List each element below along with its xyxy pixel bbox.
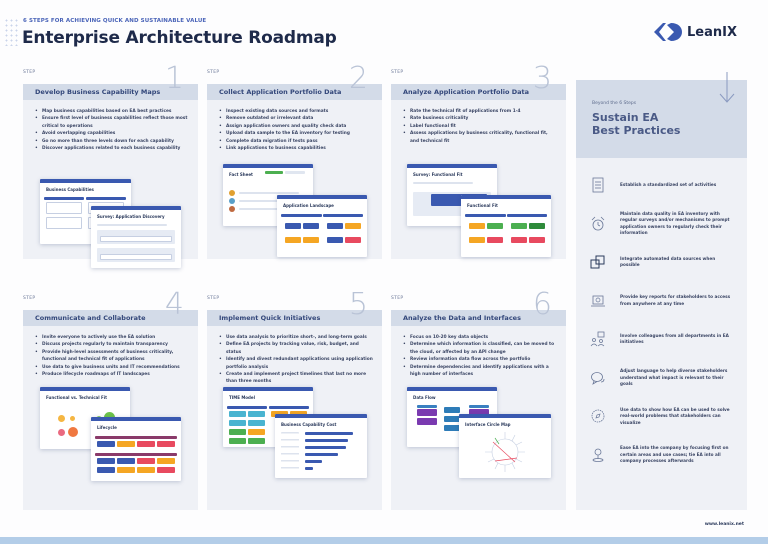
bullet: Focus on 10-20 key data objects xyxy=(403,334,558,342)
bullet: Use data analysis to prioritize short-, … xyxy=(219,334,374,342)
bullet: Discover applications related to each bu… xyxy=(35,145,190,153)
compass-icon xyxy=(591,409,605,423)
step-card: Implement Quick Initiatives Use data ana… xyxy=(207,310,382,510)
step-card: Develop Business Capability Maps Map bus… xyxy=(23,84,198,268)
bullet: Rate the technical fit of applications f… xyxy=(403,108,558,116)
step-title: Analyze the Data and Interfaces xyxy=(391,310,566,326)
bullet: Define EA projects by tracking value, ri… xyxy=(219,341,374,356)
bullet: Identify and divest redundant applicatio… xyxy=(219,356,374,371)
leanix-logo-icon xyxy=(654,23,682,41)
page-title: Enterprise Architecture Roadmap xyxy=(22,28,337,48)
best-practice-item: Establish a standardized set of activiti… xyxy=(590,166,737,205)
best-practice-item: Maintain data quality in EA inventory wi… xyxy=(590,205,737,244)
sidebar-kicker: Beyond the 6 Steps xyxy=(592,101,637,106)
step-number: 1 xyxy=(164,61,184,96)
step-title: Analyze Application Portfolio Data xyxy=(391,84,566,100)
step-bullets: Invite everyone to actively use the EA s… xyxy=(23,326,198,379)
footer-bar xyxy=(0,537,768,544)
footer-website-link[interactable]: www.leanix.net xyxy=(704,522,744,527)
leanix-logo[interactable]: LeanIX xyxy=(654,23,737,41)
bullet: Label functional fit xyxy=(403,123,558,131)
screenshot-business-capability-cost: Business Capability Cost xyxy=(275,414,367,478)
step-number: 3 xyxy=(532,61,552,96)
bullet: Avoid overlapping capabilities xyxy=(35,130,190,138)
step-bullets: Rate the technical fit of applications f… xyxy=(391,100,566,145)
screenshot-survey-app-discovery: Survey: Application Discovery xyxy=(91,206,181,268)
step-card: Analyze the Data and Interfaces Focus on… xyxy=(391,310,566,510)
checklist-icon xyxy=(592,177,604,193)
step-title: Implement Quick Initiatives xyxy=(207,310,382,326)
step-label: STEP xyxy=(207,70,220,75)
chat-bubbles-icon xyxy=(591,371,605,385)
bullet: Map business capabilities based on EA be… xyxy=(35,108,190,116)
step-number: 4 xyxy=(164,287,184,322)
bullet: Complete data migration if tests pass xyxy=(219,138,374,146)
best-practice-item: Integrate automated data sources when po… xyxy=(590,243,737,282)
step-number: 2 xyxy=(348,61,368,96)
alarm-clock-icon xyxy=(591,216,605,231)
step-bullets: Map business capabilities based on EA be… xyxy=(23,100,198,153)
screenshot-interface-circle-map: Interface Circle Map xyxy=(459,414,551,478)
step-card: Collect Application Portfolio Data Inspe… xyxy=(207,84,382,259)
step-label: STEP xyxy=(23,70,36,75)
circle-map-graphic xyxy=(485,432,525,472)
bullet: Review information data flow across the … xyxy=(403,356,558,364)
integration-icon xyxy=(590,255,605,269)
decorative-dots xyxy=(4,18,20,46)
bullet: Determine dependencies and identify appl… xyxy=(403,364,558,379)
sidebar-header: Beyond the 6 Steps Sustain EA Best Pract… xyxy=(576,72,747,158)
bullet: Invite everyone to actively use the EA s… xyxy=(35,334,190,342)
step-title: Collect Application Portfolio Data xyxy=(207,84,382,100)
bullet: Assign application owners and quality ch… xyxy=(219,123,374,131)
best-practice-item: Adjust language to help diverse stakehol… xyxy=(590,359,737,398)
best-practice-item: Involve colleagues from all departments … xyxy=(590,320,737,359)
bullet: Determine which information is classifie… xyxy=(403,341,558,356)
step-bullets: Inspect existing data sources and format… xyxy=(207,100,382,153)
bullet: Produce lifecycle roadmaps of IT landsca… xyxy=(35,371,190,379)
best-practice-item: Provide key reports for stakeholders to … xyxy=(590,282,737,321)
bullet: Upload data sample to the EA inventory f… xyxy=(219,130,374,138)
step-card: Communicate and Collaborate Invite every… xyxy=(23,310,198,510)
bullet: Use data to give business units and IT r… xyxy=(35,364,190,372)
bullet: Inspect existing data sources and format… xyxy=(219,108,374,116)
screenshot-functional-fit: Functional Fit xyxy=(461,195,551,257)
step-number: 5 xyxy=(348,287,368,322)
step-label: STEP xyxy=(207,296,220,301)
bullet: Remove outdated or irrelevant data xyxy=(219,115,374,123)
bullet: Rate business criticality xyxy=(403,115,558,123)
location-pin-icon xyxy=(592,448,604,462)
best-practice-item: Ease EA into the company by focusing fir… xyxy=(590,436,737,475)
step-title: Communicate and Collaborate xyxy=(23,310,198,326)
step-number: 6 xyxy=(532,287,552,322)
step-bullets: Focus on 10-20 key data objects Determin… xyxy=(391,326,566,378)
screenshot-lifecycle: Lifecycle xyxy=(91,417,181,481)
step-label: STEP xyxy=(391,70,404,75)
step-label: STEP xyxy=(391,296,404,301)
best-practice-item: Use data to show how EA can be used to s… xyxy=(590,397,737,436)
step-card: Analyze Application Portfolio Data Rate … xyxy=(391,84,566,259)
logo-wordmark: LeanIX xyxy=(687,24,737,40)
bullet: Link applications to business capabiliti… xyxy=(219,145,374,153)
step-title: Develop Business Capability Maps xyxy=(23,84,198,100)
step-bullets: Use data analysis to prioritize short-, … xyxy=(207,326,382,386)
page-kicker: 6 STEPS FOR ACHIEVING QUICK AND SUSTAINA… xyxy=(23,18,207,24)
laptop-report-icon xyxy=(591,295,605,307)
bullet: Provide high-level assessments of busine… xyxy=(35,349,190,364)
sustain-best-practices-panel: Beyond the 6 Steps Sustain EA Best Pract… xyxy=(576,72,747,510)
bullet: Assess applications by business critical… xyxy=(403,130,558,145)
bullet: Ensure first level of business capabilit… xyxy=(35,115,190,130)
bullet: Go no more than three levels down for ea… xyxy=(35,138,190,146)
arrow-down-icon xyxy=(719,72,735,103)
sidebar-items: Establish a standardized set of activiti… xyxy=(576,158,747,474)
step-label: STEP xyxy=(23,296,36,301)
bullet: Discuss projects regularly to maintain t… xyxy=(35,341,190,349)
team-icon xyxy=(590,331,605,347)
sidebar-title: Sustain EA Best Practices xyxy=(592,111,681,137)
bullet: Create and implement project timelines t… xyxy=(219,371,374,386)
screenshot-app-landscape: Application Landscape xyxy=(277,195,367,257)
